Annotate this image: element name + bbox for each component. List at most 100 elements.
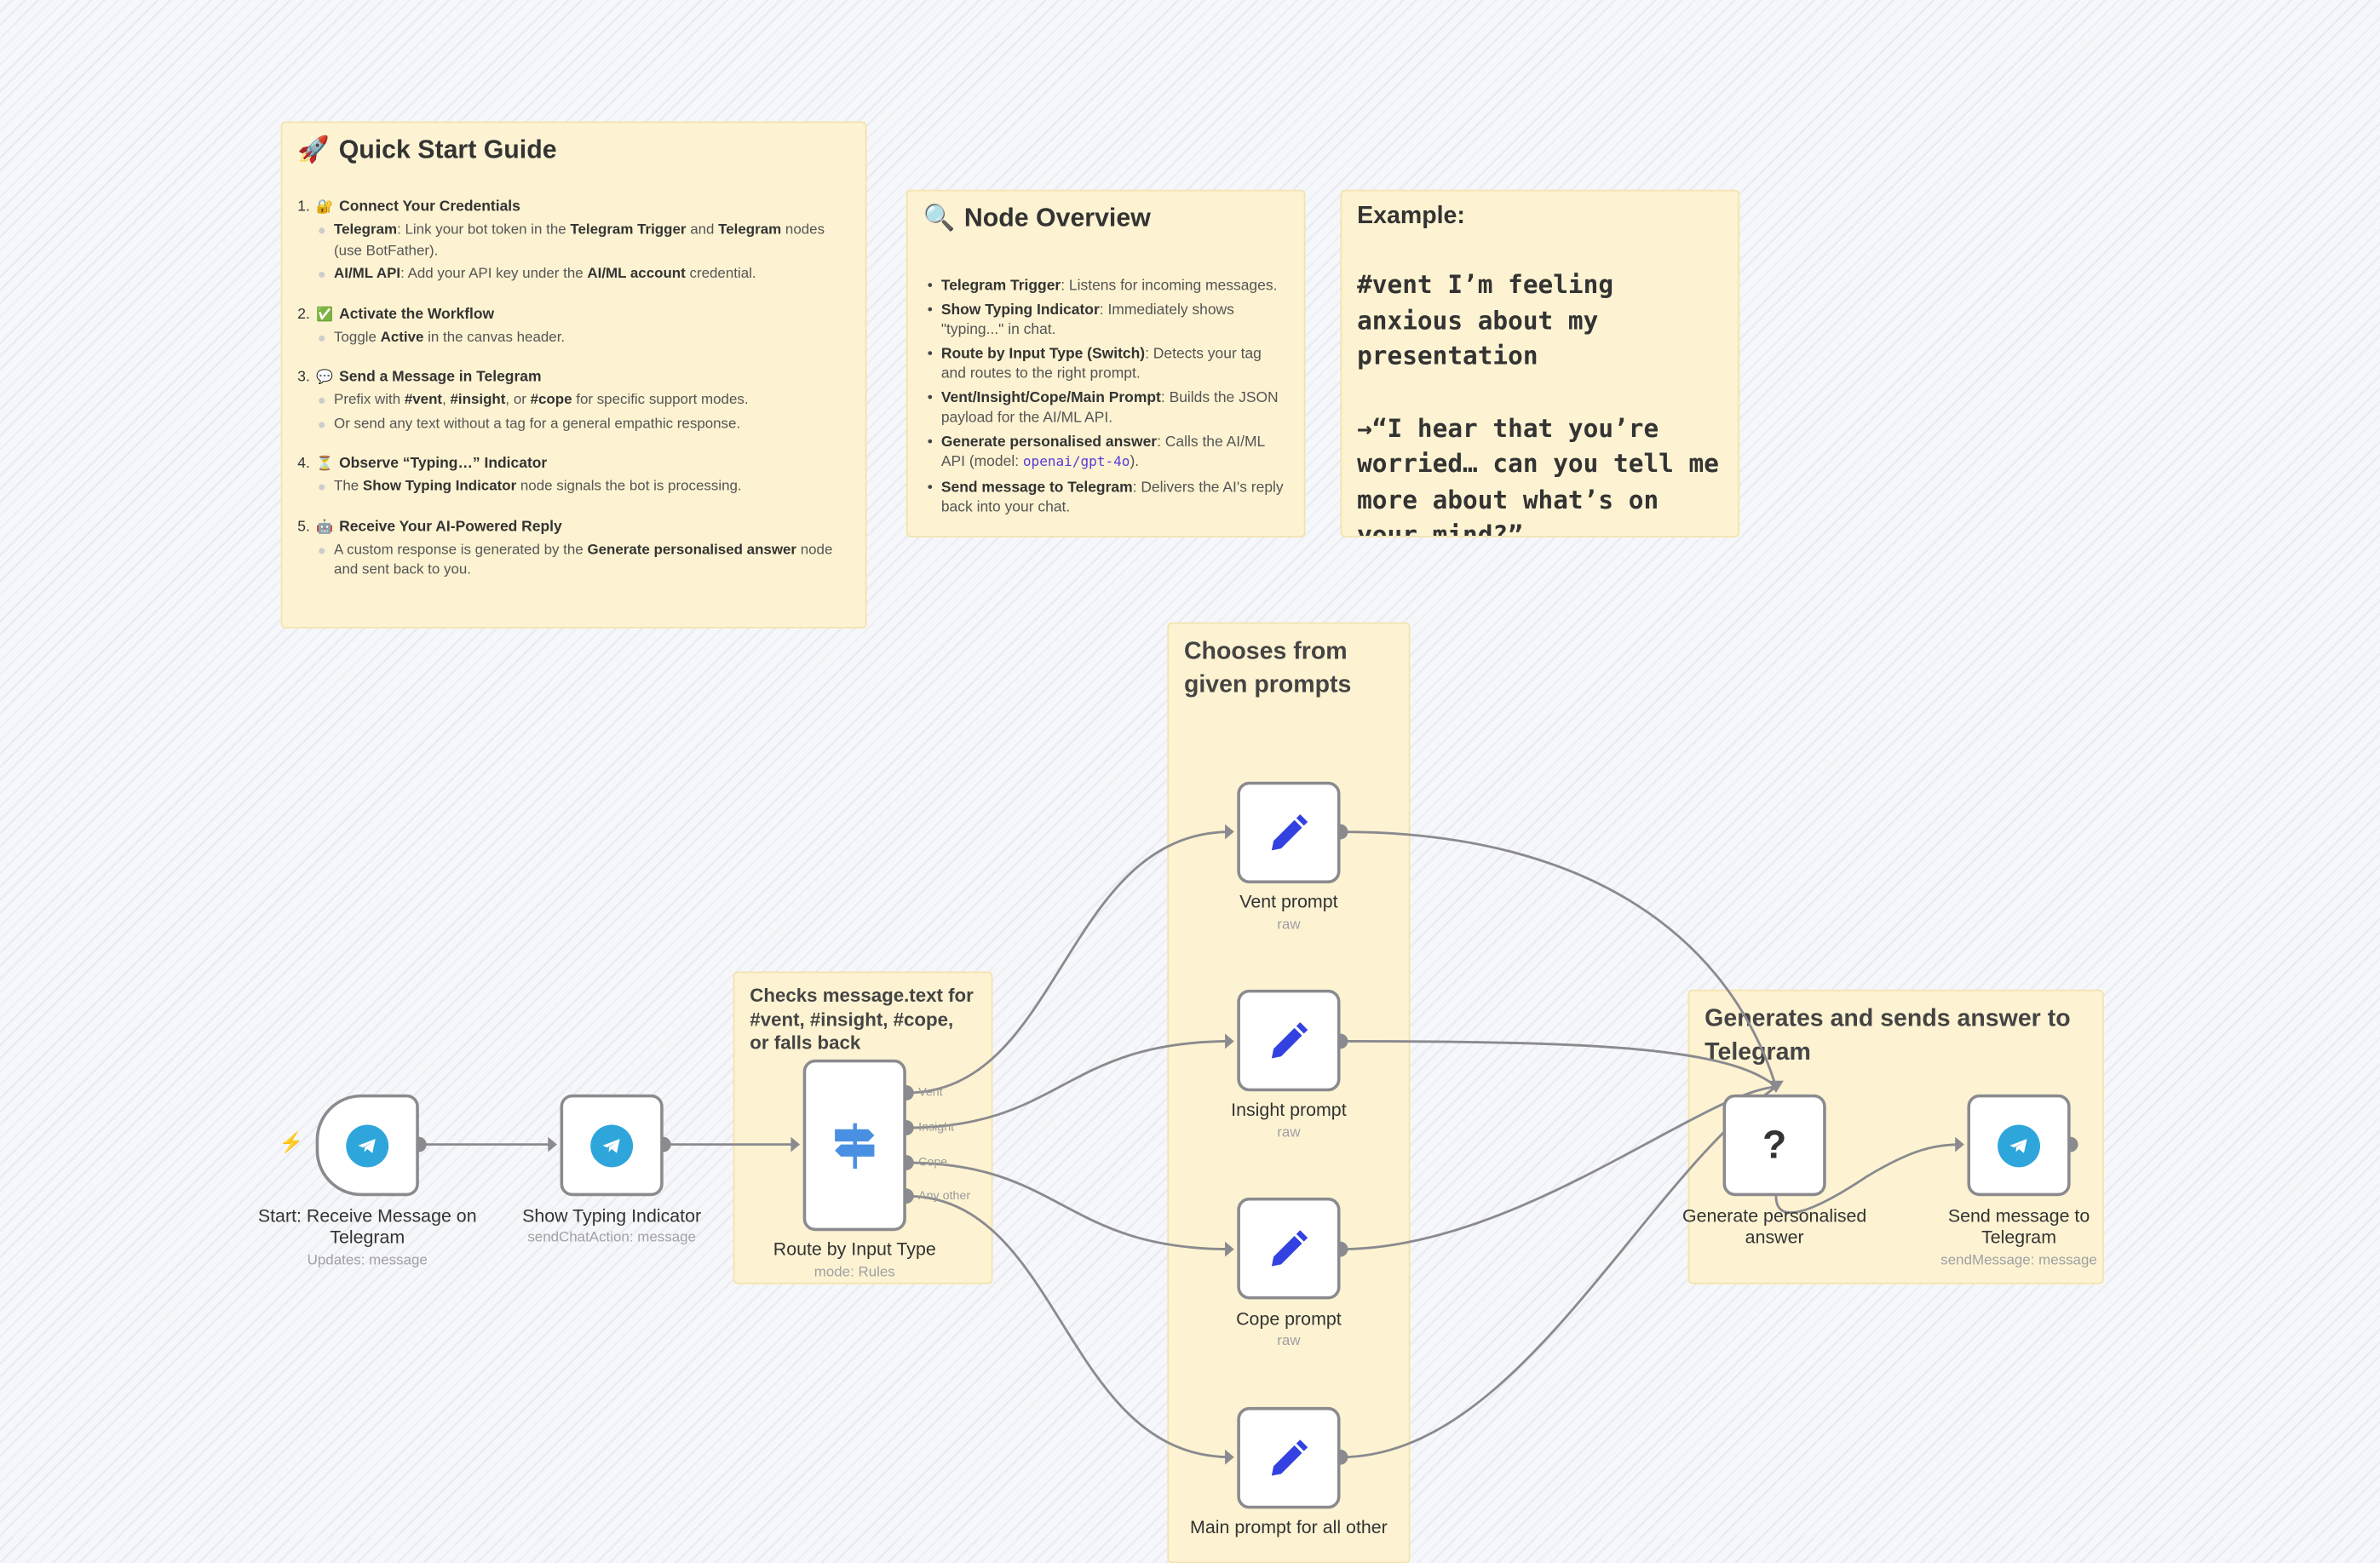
text: ,: [442, 391, 451, 409]
bold-text: Vent/Insight/Cope/Main Prompt: [940, 389, 1161, 406]
node-route-switch[interactable]: [802, 1059, 906, 1232]
text: Toggle: [334, 328, 381, 346]
telegram-icon: [1998, 1123, 2041, 1167]
switch-output-insight[interactable]: Insight: [918, 1120, 955, 1135]
pencil-icon: [1271, 1439, 1308, 1475]
text: credential.: [685, 265, 756, 283]
edge-switch-insight[interactable]: [905, 1040, 1232, 1129]
node-main-prompt[interactable]: [1237, 1406, 1341, 1509]
node-overview-title: 🔍Node Overview: [923, 203, 1151, 233]
edge-switch-vent[interactable]: [905, 830, 1232, 1095]
text: nodes (use BotFather).: [334, 221, 825, 259]
step-title: 1.🔐Connect Your Credentials: [297, 198, 850, 215]
example-reply: →“I hear that you’re worried… can you te…: [1357, 413, 1734, 537]
speech-bubble-icon: 💬: [315, 369, 333, 384]
cope-label: Cope prompt: [1236, 1308, 1342, 1330]
step-title: 5.🤖Receive Your AI-Powered Reply: [297, 519, 850, 536]
overview-item: Telegram Trigger: Listens for incoming m…: [923, 276, 1288, 296]
bold-text: Show Typing Indicator: [362, 478, 517, 495]
bold-text: #vent: [404, 391, 443, 409]
step-number: 2.: [297, 306, 310, 323]
switch-note-text: Checks message.text for #vent, #insight,…: [750, 985, 974, 1054]
node-vent-prompt[interactable]: [1237, 781, 1341, 884]
node-telegram-trigger[interactable]: [315, 1094, 419, 1197]
text: : Listens for incoming messages.: [1061, 278, 1278, 295]
text: node signals the bot is processing.: [516, 478, 742, 495]
quick-start-sticky-note[interactable]: 🚀Quick Start Guide 1.🔐Connect Your Crede…: [280, 121, 867, 629]
edge-insight-generate[interactable]: [1340, 1040, 1777, 1088]
edge-main-generate[interactable]: [1340, 1085, 1777, 1459]
trigger-label: Start: Receive Message on Telegram: [257, 1204, 477, 1248]
bold-text: Generate personalised answer: [587, 541, 797, 558]
trigger-bolt-icon: ⚡: [279, 1130, 304, 1154]
example-sticky-note[interactable]: Example: #vent I’m feeling anxious about…: [1340, 189, 1740, 537]
step-number: 4.: [297, 455, 310, 473]
step-title: 3.💬Send a Message in Telegram: [297, 369, 850, 386]
main-label: Main prompt for all other: [1190, 1516, 1388, 1538]
vent-label: Vent prompt: [1239, 891, 1338, 912]
cope-sub: raw: [1277, 1332, 1301, 1350]
generate-note-text: Generates and sends answer to Telegram: [1705, 1006, 2071, 1066]
rocket-icon: 🚀: [297, 135, 331, 164]
insight-label: Insight prompt: [1231, 1099, 1347, 1121]
node-send-telegram[interactable]: [1967, 1094, 2071, 1197]
pencil-icon: [1271, 1229, 1308, 1266]
step-bullet: Or send any text without a tag for a gen…: [319, 414, 850, 434]
node-overview-sticky-note[interactable]: 🔍Node Overview Telegram Trigger: Listens…: [905, 189, 1306, 537]
step-bullet: Toggle Active in the canvas header.: [319, 327, 850, 348]
step-bullet: The Show Typing Indicator node signals t…: [319, 477, 850, 497]
node-insight-prompt[interactable]: [1237, 989, 1341, 1092]
vent-sub: raw: [1277, 917, 1301, 934]
prompts-sticky-note[interactable]: Chooses from given prompts: [1167, 622, 1411, 1563]
text: Or send any text without a tag for a gen…: [334, 415, 741, 432]
prompts-note-text: Chooses from given prompts: [1183, 639, 1352, 698]
step-number: 1.: [297, 198, 310, 216]
text: : Calls the AI/ML API (model:: [940, 433, 1265, 471]
text: : Immediately shows "typing..." in chat.: [940, 301, 1234, 339]
overview-item: Vent/Insight/Cope/Main Prompt: Builds th…: [923, 388, 1288, 428]
text: in the canvas header.: [423, 328, 566, 346]
text: , or: [505, 391, 531, 409]
node-generate-answer[interactable]: ?: [1722, 1094, 1826, 1197]
bold-text: Route by Input Type (Switch): [940, 345, 1146, 363]
node-show-typing[interactable]: [560, 1094, 664, 1197]
generate-label: Generate personalised answer: [1682, 1204, 1867, 1248]
switch-output-other[interactable]: Any other: [918, 1188, 971, 1203]
text: : Link your bot token in the: [397, 221, 571, 238]
edge-vent-generate[interactable]: [1340, 830, 1778, 1088]
quick-start-title: 🚀Quick Start Guide: [297, 135, 557, 164]
step-title: 2.✅Activate the Workflow: [297, 306, 850, 323]
edge-generate-send[interactable]: [1774, 1143, 1962, 1214]
node-cope-prompt[interactable]: [1237, 1197, 1341, 1300]
hourglass-icon: ⏳: [315, 455, 333, 471]
send-label: Send message to Telegram: [1947, 1204, 2090, 1248]
robot-icon: 🤖: [315, 518, 333, 534]
bold-text: Telegram Trigger: [940, 278, 1061, 295]
text: and: [686, 221, 719, 238]
typing-sub: sendChatAction: message: [527, 1229, 696, 1247]
text: for specific support modes.: [572, 391, 749, 409]
bold-text: Send message to Telegram: [940, 479, 1133, 496]
edge-switch-other[interactable]: [905, 1194, 1232, 1459]
bold-text: Active: [380, 328, 424, 346]
example-input: #vent I’m feeling anxious about my prese…: [1357, 270, 1629, 371]
step-title-text: Activate the Workflow: [339, 306, 495, 323]
step-bullet: AI/ML API: Add your API key under the AI…: [319, 264, 850, 284]
telegram-icon: [346, 1123, 389, 1167]
switch-output-vent[interactable]: Vent: [918, 1085, 943, 1100]
step-number: 3.: [297, 369, 310, 386]
switch-output-cope[interactable]: Cope: [918, 1155, 948, 1169]
step-number: 5.: [297, 518, 310, 536]
text: node and sent back to you.: [334, 541, 833, 578]
overview-item: Route by Input Type (Switch): Detects yo…: [923, 344, 1288, 385]
code-text: openai/gpt-4o: [1022, 455, 1130, 471]
step-title-text: Connect Your Credentials: [339, 198, 520, 216]
pencil-icon: [1271, 813, 1308, 850]
example-title: Example:: [1357, 203, 1465, 230]
edge-switch-cope[interactable]: [905, 1161, 1232, 1251]
